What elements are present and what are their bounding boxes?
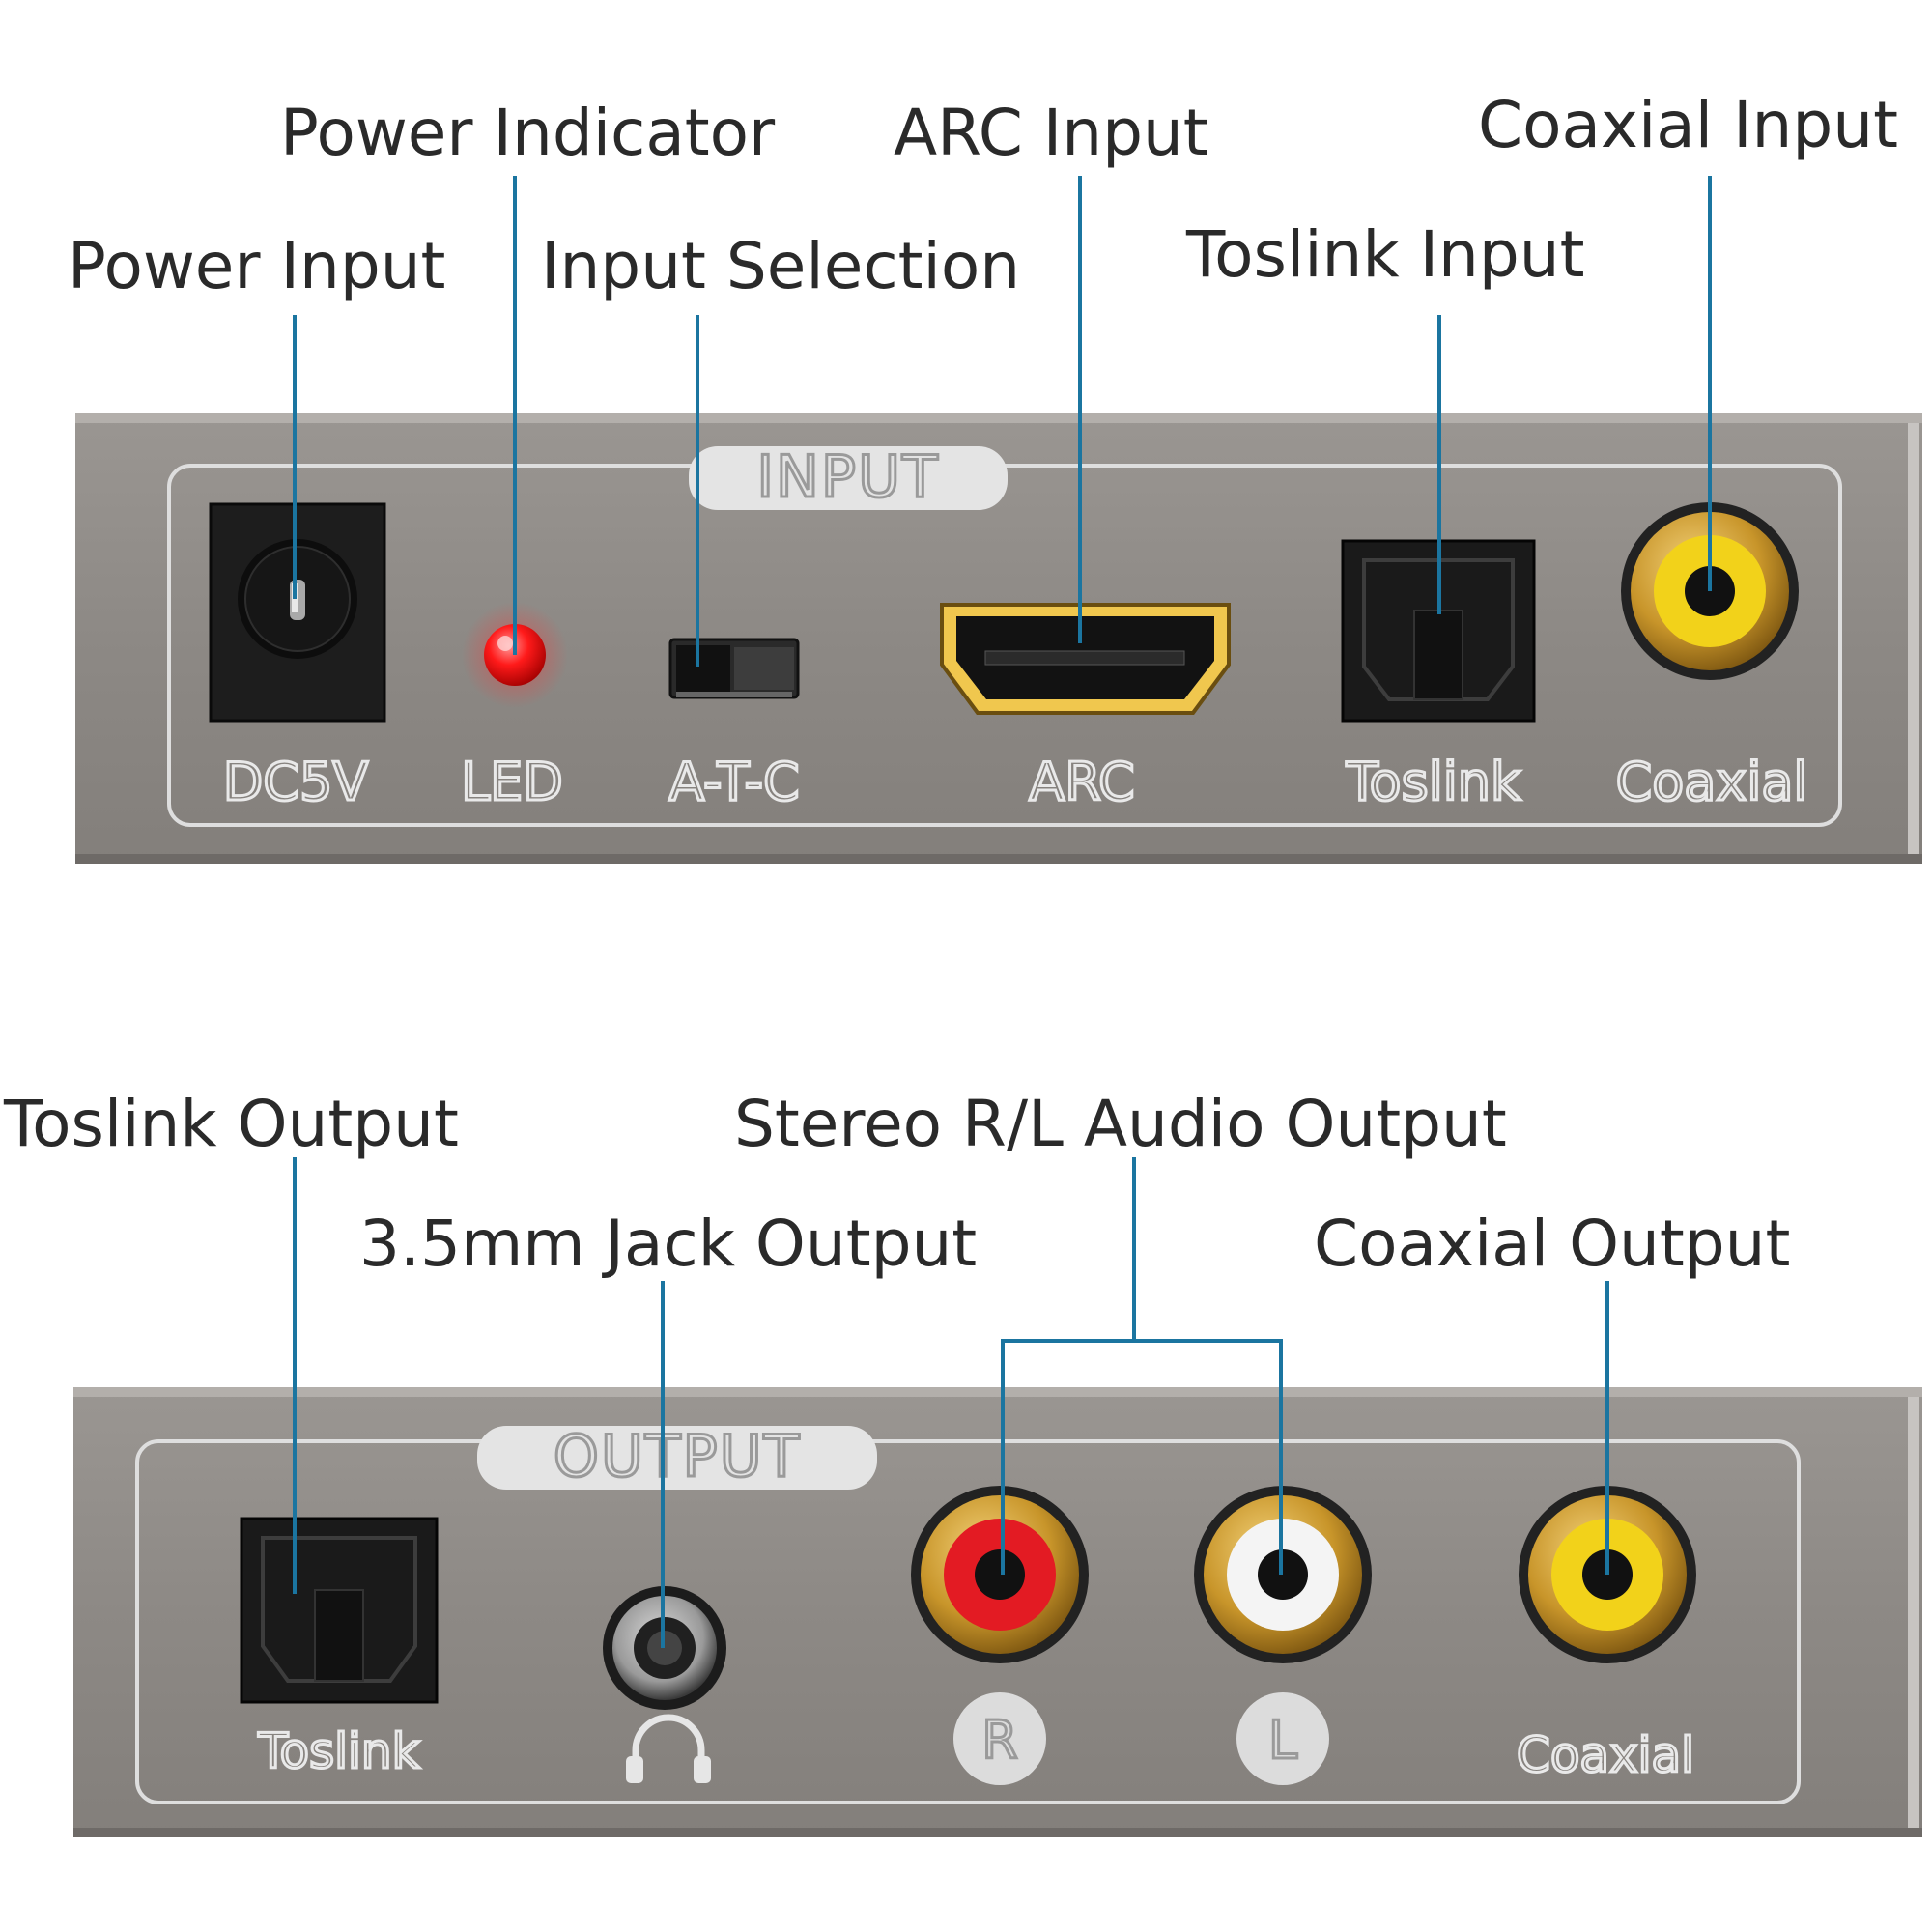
input-tab — [689, 446, 1008, 510]
coaxial-input-label: Coaxial — [1616, 752, 1808, 812]
callout-coaxial-input: Coaxial Input — [1478, 88, 1898, 162]
dc-label: DC5V — [223, 752, 369, 812]
input-panel-bottom-edge — [75, 854, 1922, 864]
coaxial-output-label: Coaxial — [1517, 1727, 1694, 1783]
output-panel-bottom-edge — [73, 1828, 1922, 1837]
output-panel-side-edge — [1908, 1397, 1919, 1828]
leader-stereo-branches — [1001, 1339, 1283, 1575]
input-panel: INPUT DC5V LED A-T-C — [75, 413, 1922, 864]
output-tab — [477, 1426, 877, 1490]
input-selection-switch[interactable] — [668, 638, 800, 699]
output-panel-top-edge — [73, 1387, 1922, 1397]
callout-arc-input: ARC Input — [894, 96, 1208, 170]
output-tab-label: OUTPUT — [554, 1423, 802, 1491]
callout-power-indicator: Power Indicator — [280, 96, 776, 170]
dc-power-jack[interactable] — [209, 502, 386, 723]
toslink-output-label: Toslink — [257, 1723, 419, 1779]
arc-label: ARC — [1029, 752, 1134, 812]
toslink-input-label: Toslink — [1346, 752, 1521, 812]
callout-jack-output: 3.5mm Jack Output — [359, 1207, 977, 1281]
left-label: L — [1268, 1710, 1297, 1771]
callout-toslink-output: Toslink Output — [3, 1087, 459, 1161]
input-tab-label: INPUT — [756, 443, 939, 511]
right-badge — [953, 1692, 1046, 1785]
callout-power-input: Power Input — [68, 229, 445, 303]
led-label: LED — [461, 752, 563, 812]
rca-right-port[interactable] — [911, 1486, 1089, 1663]
callout-input-selection: Input Selection — [541, 229, 1020, 303]
callout-stereo-output: Stereo R/L Audio Output — [734, 1087, 1507, 1161]
toslink-output-port[interactable] — [240, 1517, 439, 1704]
input-panel-side-edge — [1908, 423, 1919, 854]
input-leader-lines — [293, 176, 1712, 667]
callout-toslink-input: Toslink Input — [1185, 217, 1584, 292]
output-leader-lines — [293, 1157, 1609, 1648]
output-panel-frame — [135, 1439, 1801, 1804]
headphone-icon — [626, 1714, 711, 1783]
hdmi-arc-port[interactable] — [940, 603, 1231, 715]
left-badge — [1236, 1692, 1329, 1785]
callout-coaxial-output: Coaxial Output — [1314, 1207, 1790, 1281]
input-panel-top-edge — [75, 413, 1922, 423]
output-panel: OUTPUT Toslink R — [73, 1387, 1922, 1837]
right-label: R — [981, 1710, 1018, 1771]
atc-label: A-T-C — [668, 752, 800, 812]
